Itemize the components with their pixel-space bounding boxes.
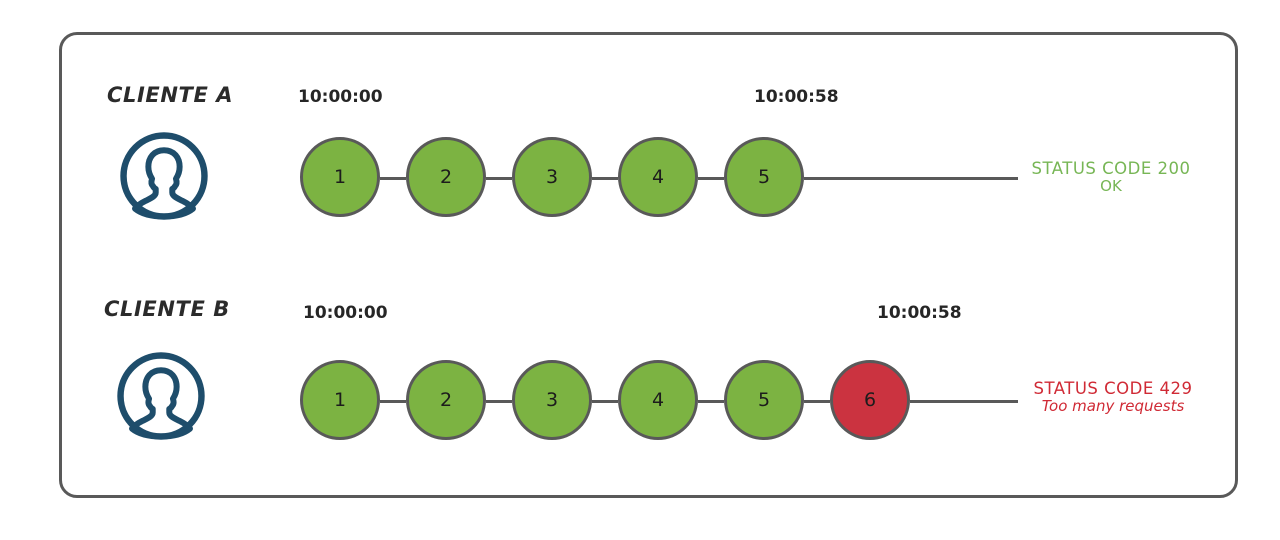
request-node-rejected[interactable]: 6 [830,360,910,440]
status-code-line: STATUS CODE 200 [1031,159,1191,178]
connector-line [380,177,406,180]
request-node[interactable]: 2 [406,137,486,217]
request-chain-b: 1 2 3 4 5 6 [300,360,1030,444]
row-a-start-timestamp: 10:00:00 [298,87,383,107]
connector-line [698,400,724,403]
connector-line [698,177,724,180]
request-node[interactable]: 3 [512,137,592,217]
user-avatar-icon [115,350,207,442]
connector-line [592,177,618,180]
request-node[interactable]: 5 [724,360,804,440]
status-detail-line: OK [1100,177,1122,196]
status-message-b: STATUS CODE 429 Too many requests [1028,379,1198,416]
connector-line [804,400,830,403]
request-chain-a: 1 2 3 4 5 [300,137,1030,221]
request-node[interactable]: 4 [618,137,698,217]
request-node[interactable]: 1 [300,360,380,440]
status-message-a: STATUS CODE 200 OK [1026,159,1196,196]
request-node[interactable]: 2 [406,360,486,440]
connector-line [486,400,512,403]
request-node[interactable]: 4 [618,360,698,440]
connector-line [592,400,618,403]
status-code-line: STATUS CODE 429 [1033,379,1193,398]
row-b-end-timestamp: 10:00:58 [877,303,962,323]
client-a-label: CLIENTE A [107,83,234,107]
request-node[interactable]: 1 [300,137,380,217]
request-node[interactable]: 3 [512,360,592,440]
connector-line [380,400,406,403]
connector-line [486,177,512,180]
request-node[interactable]: 5 [724,137,804,217]
user-avatar-icon [118,130,210,222]
connector-line-trailing [910,400,1018,403]
row-a-end-timestamp: 10:00:58 [754,87,839,107]
client-b-label: CLIENTE B [104,297,230,321]
connector-line-trailing [804,177,1018,180]
row-b-start-timestamp: 10:00:00 [303,303,388,323]
status-detail-line: Too many requests [1041,397,1185,416]
